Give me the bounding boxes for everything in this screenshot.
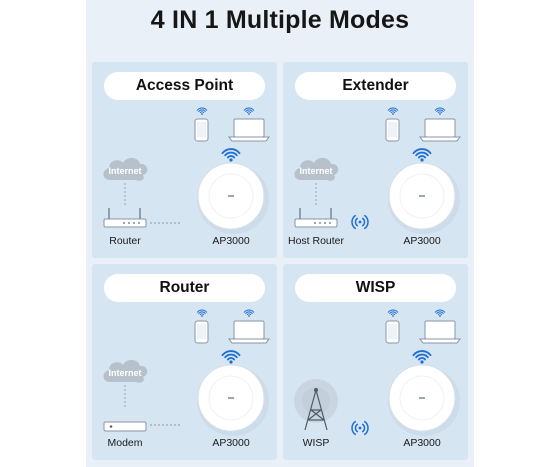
device-label: AP3000	[403, 235, 441, 247]
phone-wifi-icon	[196, 309, 208, 317]
phone-wifi-icon	[196, 107, 208, 115]
mode-title: Router	[104, 274, 265, 302]
laptop-icon	[228, 118, 270, 142]
internet-cloud-icon: Internet	[103, 157, 148, 181]
mode-title: Extender	[295, 72, 456, 100]
mode-title: WISP	[295, 274, 456, 302]
device-label: AP3000	[212, 235, 250, 247]
internet-cloud-icon: Internet	[294, 157, 339, 181]
phone-wifi-icon	[387, 309, 399, 317]
access-point-icon	[197, 162, 269, 234]
ap-wifi-icon	[221, 350, 241, 364]
internet-label: Internet	[108, 368, 141, 378]
internet-cloud-icon: Internet	[103, 359, 148, 383]
laptop-icon	[419, 118, 461, 142]
ap-wifi-icon	[412, 148, 432, 162]
mode-title: Access Point	[104, 72, 265, 100]
internet-label: Internet	[299, 166, 332, 176]
tower-icon	[294, 379, 338, 431]
source-label: WISP	[303, 437, 330, 449]
wireless-link-icon	[351, 420, 369, 436]
access-point-icon	[388, 162, 460, 234]
wireless-link-icon	[351, 214, 369, 230]
router-icon	[103, 208, 147, 228]
router-icon	[294, 208, 338, 228]
phone-icon	[194, 320, 209, 344]
internet-label: Internet	[108, 166, 141, 176]
ap-wifi-icon	[221, 148, 241, 162]
device-label: AP3000	[212, 437, 250, 449]
access-point-icon	[388, 364, 460, 436]
mode-panel-wisp: WISP AP3000 WISP	[283, 264, 468, 460]
access-point-icon	[197, 364, 269, 436]
source-label: Host Router	[288, 235, 345, 247]
modem-icon	[103, 421, 147, 432]
device-label: AP3000	[403, 437, 441, 449]
laptop-wifi-icon	[243, 107, 255, 115]
laptop-icon	[228, 320, 270, 344]
page-title: 4 IN 1 Multiple Modes	[150, 5, 410, 34]
source-label: Modem	[107, 437, 142, 449]
ap-wifi-icon	[412, 350, 432, 364]
laptop-wifi-icon	[434, 309, 446, 317]
source-label: Router	[109, 235, 141, 247]
phone-icon	[194, 118, 209, 142]
phone-icon	[385, 320, 400, 344]
phone-wifi-icon	[387, 107, 399, 115]
laptop-wifi-icon	[434, 107, 446, 115]
phone-icon	[385, 118, 400, 142]
laptop-wifi-icon	[243, 309, 255, 317]
laptop-icon	[419, 320, 461, 344]
